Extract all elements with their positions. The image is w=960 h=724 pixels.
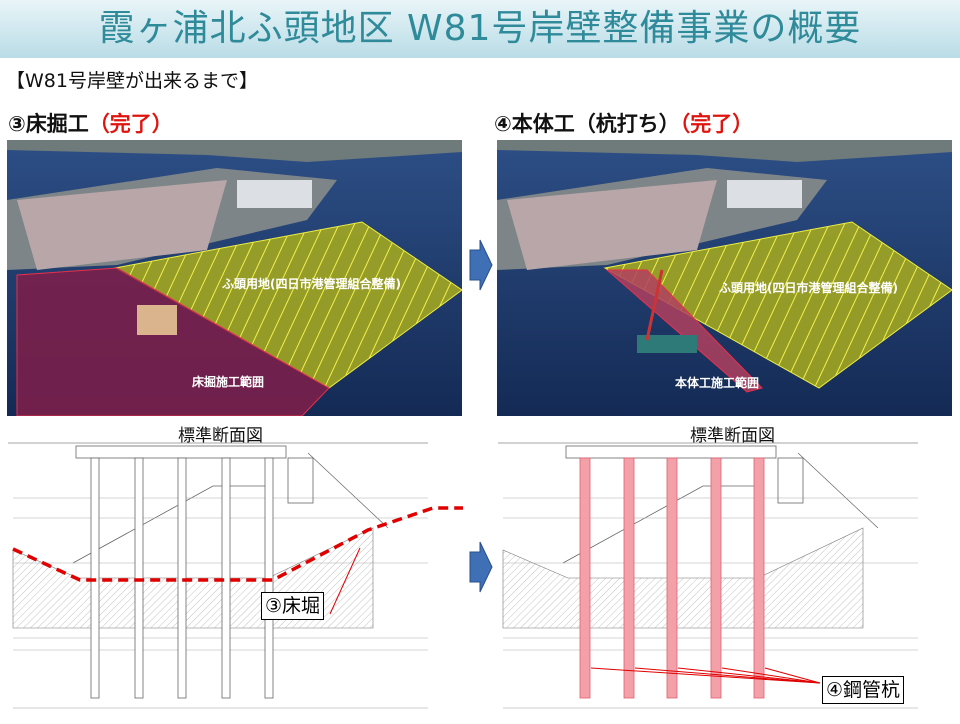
- callout-leader: [590, 667, 821, 684]
- steel-pipe-pile: [753, 457, 765, 699]
- deck: [565, 445, 777, 459]
- steel-pipe-pile: [710, 457, 722, 699]
- callout-excavation: ③床堀: [261, 592, 325, 620]
- section-title: 標準断面図: [690, 426, 775, 446]
- subtitle: 【W81号岸壁が出来るまで】: [6, 70, 258, 92]
- title-bar: 霞ヶ浦北ふ頭地区 W81号岸壁整備事業の概要: [0, 0, 960, 58]
- pile: [177, 457, 187, 699]
- step4-heading: ④本体工（杭打ち）（完了）: [494, 108, 753, 138]
- callout-leader: [764, 667, 821, 684]
- rubble-slope: [562, 485, 763, 564]
- area-label: 本体工施工範囲: [675, 375, 759, 390]
- backfill-slope: [797, 452, 879, 529]
- land-label: ふ頭用地(四日市港管理組合整備): [719, 280, 898, 295]
- steel-pipe-pile: [579, 457, 591, 699]
- seabed-soil: [502, 527, 864, 629]
- revetment-block: [777, 457, 804, 504]
- revetment-block: [287, 457, 314, 504]
- next-arrow-icon: [469, 541, 493, 593]
- rubble-slope: [72, 485, 273, 564]
- backfill-slope: [307, 452, 389, 529]
- pile: [90, 457, 100, 699]
- callout-leader: [721, 667, 821, 684]
- deck: [75, 445, 287, 459]
- section-title: 標準断面図: [178, 426, 263, 446]
- step3-status: （完了）: [88, 112, 173, 136]
- cross-section-step4: [498, 438, 960, 720]
- step4-status: （完了）: [679, 112, 754, 136]
- step4-label: ④本体工（杭打ち）: [494, 112, 680, 136]
- step3-heading: ③床掘工（完了）: [8, 108, 173, 138]
- aerial-view-step3: ふ頭用地(四日市港管理組合整備) 床掘施工範囲: [7, 140, 462, 416]
- pile: [134, 457, 144, 699]
- pile: [221, 457, 231, 699]
- step3-label: ③床掘工: [8, 112, 89, 136]
- aerial-view-step4: ふ頭用地(四日市港管理組合整備) 本体工施工範囲: [497, 140, 952, 416]
- page-title: 霞ヶ浦北ふ頭地区 W81号岸壁整備事業の概要: [98, 8, 862, 49]
- callout-leader: [329, 547, 361, 615]
- excavation-line: [12, 506, 463, 582]
- area-label: 床掘施工範囲: [192, 374, 264, 389]
- land-label: ふ頭用地(四日市港管理組合整備): [222, 276, 401, 291]
- steel-pipe-pile: [623, 457, 635, 699]
- steel-pipe-pile: [666, 457, 678, 699]
- callout-leader: [634, 667, 821, 684]
- next-arrow-icon: [469, 239, 493, 291]
- pile: [264, 457, 274, 699]
- cross-section-step3: [8, 438, 478, 720]
- callout-steel-pipe-pile: ④鋼管杭: [822, 676, 905, 704]
- callout-leader: [677, 667, 821, 684]
